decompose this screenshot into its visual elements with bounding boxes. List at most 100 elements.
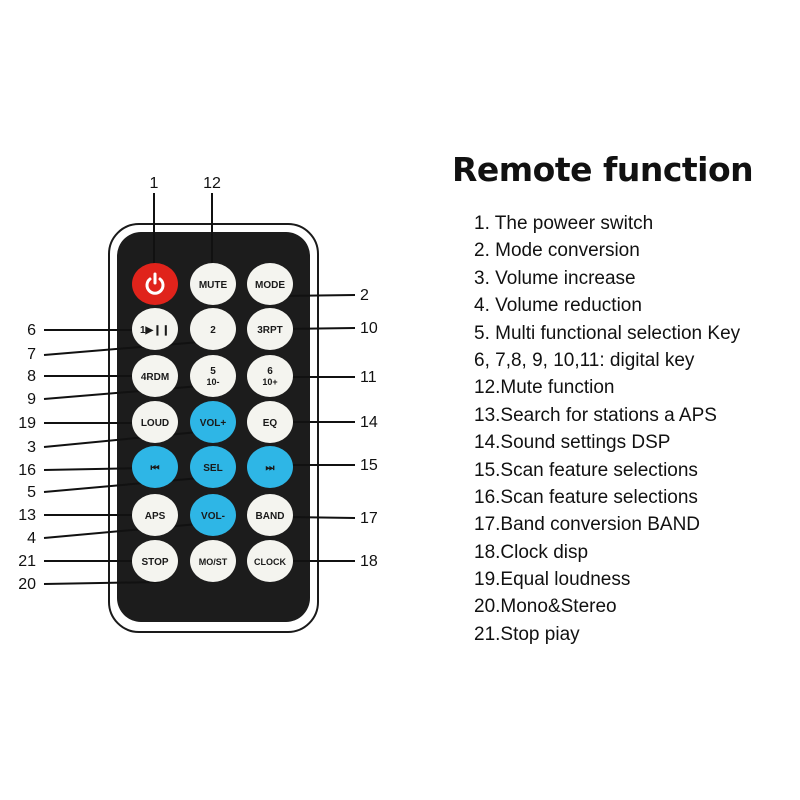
function-item: 5. Multi functional selection Key xyxy=(474,322,741,344)
sel-label: SEL xyxy=(203,463,222,474)
clock-button-face xyxy=(247,540,293,582)
key-6-label: 6 xyxy=(267,366,273,377)
loud-button-face xyxy=(132,401,178,443)
vol-up-button[interactable]: VOL+ xyxy=(190,401,236,443)
callout-number: 16 xyxy=(18,462,36,479)
callout-number: 9 xyxy=(27,391,36,408)
rpt-button-face xyxy=(247,308,293,350)
clock-label: CLOCK xyxy=(254,557,286,567)
callout-number: 17 xyxy=(360,510,378,527)
prev-button-face xyxy=(132,446,178,488)
function-item: 3. Volume increase xyxy=(474,267,636,289)
function-item: 15.Scan feature selections xyxy=(474,459,698,481)
loud-label: LOUD xyxy=(141,418,169,429)
mo-st-button[interactable]: MO/ST xyxy=(190,540,236,582)
callout-number: 8 xyxy=(27,368,36,385)
play-pause-button[interactable]: 1▶❙❙ xyxy=(132,308,178,350)
loud-button[interactable]: LOUD xyxy=(132,401,178,443)
vol-down-button[interactable]: VOL- xyxy=(190,494,236,536)
play-pause-label: 1▶❙❙ xyxy=(140,325,170,336)
next-button[interactable]: ⏭ xyxy=(247,446,293,488)
band-button-face xyxy=(247,494,293,536)
band-button[interactable]: BAND xyxy=(247,494,293,536)
next-button-face xyxy=(247,446,293,488)
function-item: 18.Clock disp xyxy=(474,541,589,563)
eq-button[interactable]: EQ xyxy=(247,401,293,443)
clock-button[interactable]: CLOCK xyxy=(247,540,293,582)
mode-button-face xyxy=(247,263,293,305)
callout-number: 14 xyxy=(360,414,378,431)
stop-button[interactable]: STOP xyxy=(132,540,178,582)
callout-number: 20 xyxy=(18,576,36,593)
power-icon xyxy=(145,272,165,295)
function-item: 14.Sound settings DSP xyxy=(474,432,671,454)
prev-button[interactable]: ⏮ xyxy=(132,446,178,488)
callout-number: 5 xyxy=(27,484,36,501)
function-list: 1. The poweer switch 2. Mode conversion 3.… xyxy=(474,210,740,648)
callout-number: 4 xyxy=(27,530,36,547)
rdm-button-face xyxy=(132,355,178,397)
mo-st-button-face xyxy=(190,540,236,582)
function-item: 2. Mode conversion xyxy=(474,240,640,262)
stop-button-face xyxy=(132,540,178,582)
callout-number: 10 xyxy=(360,320,378,337)
mute-button[interactable]: MUTE xyxy=(190,263,236,305)
function-item: 16.Scan feature selections xyxy=(474,486,698,508)
sel-button[interactable]: SEL xyxy=(190,446,236,488)
eq-button-face xyxy=(247,401,293,443)
function-item: 20.Mono&Stereo xyxy=(474,596,617,618)
key-6-button-face xyxy=(247,355,293,397)
callout-number: 3 xyxy=(27,439,36,456)
mo-st-label: MO/ST xyxy=(199,557,228,567)
callout-number: 21 xyxy=(18,553,36,570)
rpt-button[interactable]: 3RPT xyxy=(247,308,293,350)
sel-button-face xyxy=(190,446,236,488)
key-2-button[interactable]: 2 xyxy=(190,308,236,350)
callout-number: 19 xyxy=(18,415,36,432)
power-button[interactable] xyxy=(132,263,178,305)
next-track-icon: ⏭ xyxy=(266,463,275,474)
aps-label: APS xyxy=(145,511,166,522)
key-6-sublabel: 10+ xyxy=(262,377,277,387)
key-5-button[interactable]: 510- xyxy=(190,355,236,397)
callout-number: 15 xyxy=(360,457,378,474)
key-6-button[interactable]: 610+ xyxy=(247,355,293,397)
key-2-button-face xyxy=(190,308,236,350)
key-2-label: 2 xyxy=(210,325,216,336)
remote-buttons: MUTE MODE 1▶❙❙ 2 3RPT 4RDM 510- 610+ LOUD VOL+ EQ ⏮… xyxy=(132,263,293,582)
function-item: 19.Equal loudness xyxy=(474,569,631,591)
function-item: 21.Stop piay xyxy=(474,623,580,645)
callout-number: 7 xyxy=(27,346,36,363)
mute-button-face xyxy=(190,263,236,305)
rdm-button[interactable]: 4RDM xyxy=(132,355,178,397)
mode-label: MODE xyxy=(255,280,285,291)
callout-number: 18 xyxy=(360,553,378,570)
callout-number: 1 xyxy=(150,175,159,192)
rdm-label: 4RDM xyxy=(141,372,169,383)
aps-button[interactable]: APS xyxy=(132,494,178,536)
vol-down-label: VOL- xyxy=(201,511,225,522)
mode-button[interactable]: MODE xyxy=(247,263,293,305)
vol-up-label: VOL+ xyxy=(200,418,227,429)
function-item: 1. The poweer switch xyxy=(474,213,654,234)
function-item: 17.Band conversion BAND xyxy=(474,514,701,536)
callout-number: 13 xyxy=(18,507,36,524)
key-5-sublabel: 10- xyxy=(206,377,219,387)
vol-up-button-face xyxy=(190,401,236,443)
eq-label: EQ xyxy=(263,418,278,429)
function-item: 4. Volume reduction xyxy=(474,295,642,317)
play-pause-button-face xyxy=(132,308,178,350)
previous-track-icon: ⏮ xyxy=(151,463,160,474)
vol-down-button-face xyxy=(190,494,236,536)
key-5-label: 5 xyxy=(210,366,216,377)
callout-number: 6 xyxy=(27,322,36,339)
mute-label: MUTE xyxy=(199,280,228,291)
key-5-button-face xyxy=(190,355,236,397)
stop-label: STOP xyxy=(141,557,168,568)
aps-button-face xyxy=(132,494,178,536)
function-item: 13.Search for stations a APS xyxy=(474,404,717,426)
function-item: 12.Mute function xyxy=(474,377,615,399)
page-title: Remote function xyxy=(452,150,754,189)
rpt-label: 3RPT xyxy=(257,325,283,336)
